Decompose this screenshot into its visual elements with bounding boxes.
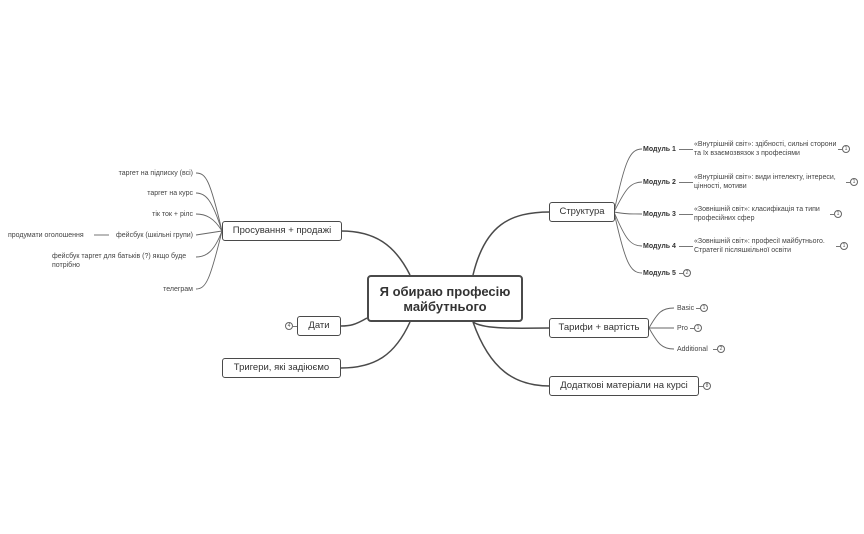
module-1-desc: «Внутрішній світ»: здібності, сильні сто… [694, 141, 837, 157]
materials-count-badge[interactable]: 8 [703, 382, 711, 390]
module-4-label[interactable]: Модуль 4 [643, 243, 676, 250]
promo-item-3[interactable]: тік ток + рілс [152, 211, 193, 218]
topic-structure-label: Структура [559, 206, 605, 217]
connector-triggers [340, 321, 411, 369]
connector-materials [472, 321, 551, 387]
central-topic-label: Я обираю професію майбутнього [379, 283, 511, 314]
tariff-additional-label[interactable]: Additional [677, 346, 708, 353]
tariff-pro-label[interactable]: Pro [677, 325, 688, 332]
topic-promotion-label: Просування + продажі [232, 225, 332, 236]
topic-dates[interactable]: Дати [297, 316, 341, 336]
dates-count-badge[interactable]: 4 [285, 322, 293, 330]
module-5-badge[interactable]: 2 [683, 269, 691, 277]
module-5-label[interactable]: Модуль 5 [643, 270, 676, 277]
tariff-additional-badge[interactable]: 2 [717, 345, 725, 353]
module-1-badge[interactable]: 1 [842, 145, 850, 153]
promo-item-2[interactable]: таргет на курс [147, 190, 193, 197]
topic-triggers[interactable]: Тригери, які задіюємо [222, 358, 341, 378]
module-3-desc: «Зовнішній світ»: класифікація та типи п… [694, 206, 820, 222]
topic-triggers-label: Тригери, які задіюємо [233, 362, 330, 373]
connector-structure [472, 211, 551, 276]
promo-item-1[interactable]: таргет на підписку (всі) [118, 170, 193, 177]
topic-dates-label: Дати [308, 320, 330, 331]
topic-materials-label: Додаткові матеріали на курсі [560, 380, 688, 391]
module-4-badge[interactable]: 1 [840, 242, 848, 250]
topic-tariffs-label: Тарифи + вартість [558, 322, 640, 333]
module-4-desc: «Зовнішній світ»: професії майбутнього. … [694, 238, 825, 254]
connector-promotion [340, 230, 411, 276]
module-3-label[interactable]: Модуль 3 [643, 211, 676, 218]
topic-tariffs[interactable]: Тарифи + вартість [549, 318, 649, 338]
module-1-label[interactable]: Модуль 1 [643, 146, 676, 153]
topic-promotion[interactable]: Просування + продажі [222, 221, 342, 241]
module-2-desc: «Внутрішній світ»: види інтелекту, інтер… [694, 174, 836, 190]
module-3-badge[interactable]: 1 [834, 210, 842, 218]
tariff-basic-label[interactable]: Basic [677, 305, 695, 312]
promo-item-6[interactable]: телеграм [163, 286, 193, 293]
promo-item-4[interactable]: фейсбук (шкільні групи) [116, 232, 193, 239]
topic-structure[interactable]: Структура [549, 202, 615, 222]
module-2-label[interactable]: Модуль 2 [643, 179, 676, 186]
connector-tariffs [472, 321, 551, 329]
promo-item-extra[interactable]: продумати оголошення [8, 232, 84, 239]
module-2-badge[interactable]: 1 [850, 178, 858, 186]
tariff-basic-badge[interactable]: 1 [700, 304, 708, 312]
topic-materials[interactable]: Додаткові матеріали на курсі [549, 376, 699, 396]
connector-dates [340, 317, 368, 327]
tariff-pro-badge[interactable]: 1 [694, 324, 702, 332]
promo-item-5[interactable]: фейсбук таргет для батьків (?) якщо буде… [52, 253, 187, 269]
central-topic[interactable]: Я обираю професію майбутнього [367, 275, 523, 322]
